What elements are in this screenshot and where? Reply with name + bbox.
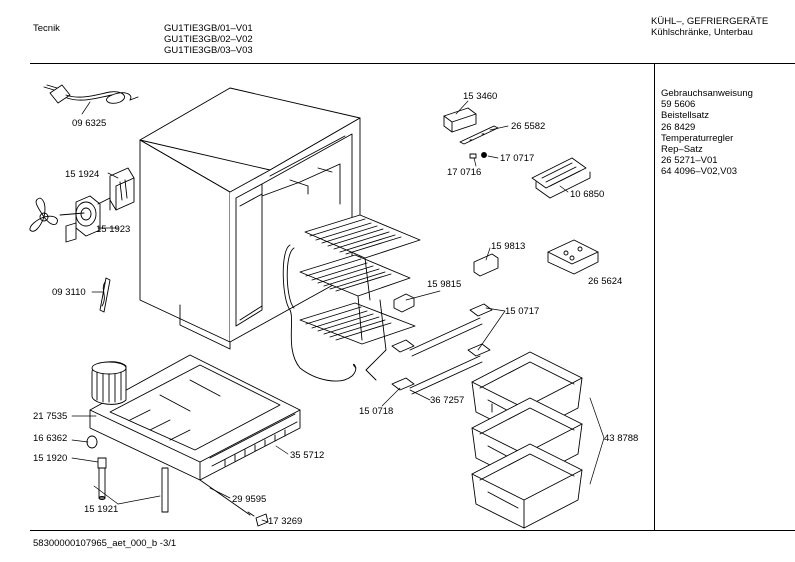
part-label-096325: 09 6325 (72, 118, 107, 129)
accessory-line-1: Gebrauchsanweisung (661, 88, 753, 99)
model-1: GU1TIE3GB/01–V01 (164, 23, 253, 34)
brand-name: Tecnik (33, 23, 60, 34)
part-label-150717: 15 0717 (505, 306, 540, 317)
accessory-list: Gebrauchsanweisung 59 5606 Beistellsatz … (661, 88, 753, 178)
part-label-166362: 16 6362 (33, 433, 68, 444)
compressor (91, 361, 127, 405)
part-label-151920: 15 1920 (33, 453, 68, 464)
part-label-151923: 15 1923 (96, 224, 131, 235)
accessory-line-8: 64 4096–V02,V03 (661, 166, 738, 178)
door-hinge-parts (443, 107, 591, 199)
footer-rule (30, 530, 795, 531)
part-label-170717: 17 0717 (500, 153, 535, 164)
accessory-line-4: 26 8429 (661, 121, 696, 133)
accessory-line-6: Rep–Satz (661, 144, 703, 156)
part-label-153460: 15 3460 (463, 91, 498, 102)
accessory-line-5: Temperaturregler (661, 132, 734, 144)
vegetable-drawers (471, 351, 583, 529)
thermostat-sensor (99, 277, 111, 313)
part-label-217535: 21 7535 (33, 411, 68, 422)
part-label-159813: 15 9813 (491, 241, 526, 252)
part-label-367257: 36 7257 (430, 395, 465, 406)
cabinet (139, 87, 361, 350)
base-plinth (89, 354, 301, 481)
category-heading: KÜHL–, GEFRIERGERÄTE Kühlschränke, Unter… (651, 16, 768, 38)
part-label-299595: 29 9595 (232, 494, 267, 505)
part-label-093110: 09 3110 (52, 287, 86, 298)
header-rule (30, 63, 795, 64)
accessory-line-3: Beistellsatz (661, 110, 710, 122)
accessory-line-7: 26 5271–V01 (661, 155, 718, 167)
drawer-rails (391, 239, 599, 395)
part-label-150718: 15 0718 (359, 406, 394, 417)
part-label-170716: 17 0716 (447, 167, 482, 178)
model-list: GU1TIE3GB/01–V01 GU1TIE3GB/02–V02 GU1TIE… (164, 23, 253, 56)
feet-and-screws (86, 435, 269, 527)
part-label-355712: 35 5712 (290, 450, 325, 461)
part-label-151921: 15 1921 (84, 504, 119, 515)
side-panel-divider (654, 63, 655, 530)
model-3: GU1TIE3GB/03–V03 (164, 45, 253, 56)
part-label-151924: 15 1924 (65, 169, 100, 180)
part-label-173269: 17 3269 (268, 516, 303, 527)
model-2: GU1TIE3GB/02–V02 (164, 34, 253, 45)
category-line-2: Kühlschränke, Unterbau (651, 27, 753, 38)
evaporator-coil (282, 214, 421, 382)
part-label-265582: 26 5582 (511, 121, 546, 132)
part-label-159815: 15 9815 (427, 279, 462, 290)
part-label-438788: 43 8788 (604, 433, 639, 444)
category-line-1: KÜHL–, GEFRIERGERÄTE (651, 16, 769, 27)
accessory-line-2: 59 5606 (661, 99, 696, 111)
part-label-265624: 26 5624 (588, 276, 623, 287)
part-label-106850: 10 6850 (570, 189, 605, 200)
fan-motor-assembly (29, 167, 135, 243)
leader-lines (71, 100, 605, 523)
document-code: 58300000107965_aet_000_b -3/1 (33, 538, 177, 549)
power-cord (43, 84, 139, 104)
